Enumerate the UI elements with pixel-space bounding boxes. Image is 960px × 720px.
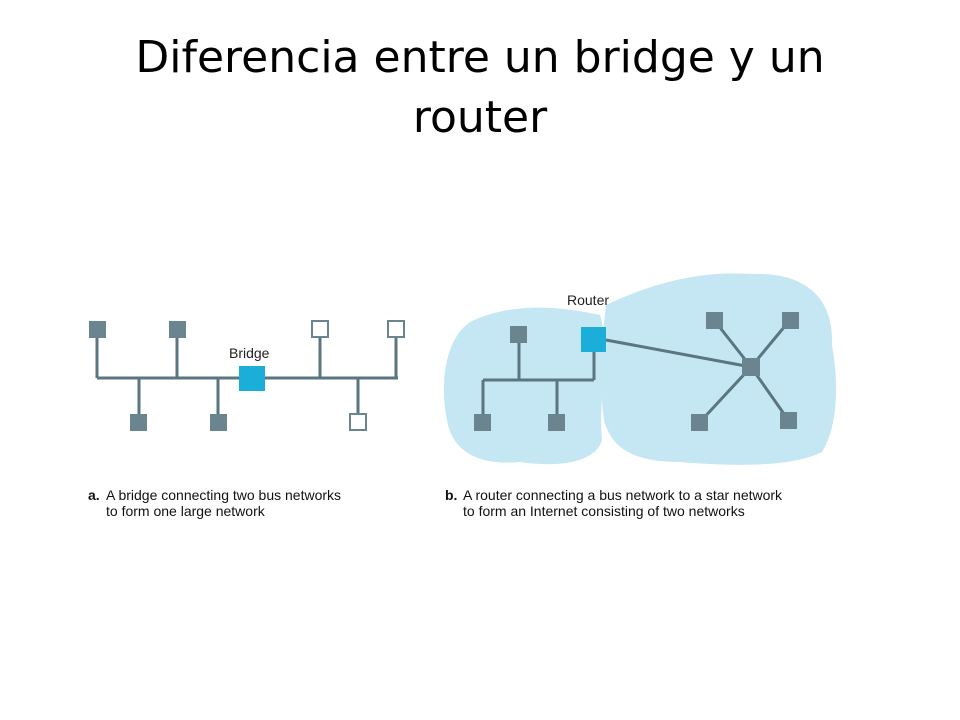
caption-line-2: to form one large network	[106, 503, 265, 519]
title-line-1: Diferencia entre un bridge y un	[135, 32, 825, 83]
computer-node-hollow	[387, 320, 405, 338]
router-label: Router	[567, 292, 609, 308]
computer-node	[706, 312, 723, 329]
computer-node	[510, 326, 527, 343]
computer-node	[780, 412, 797, 429]
router-node	[581, 327, 606, 352]
caption-line-1: A bridge connecting two bus networks	[106, 487, 342, 503]
router-diagram: Router	[443, 273, 837, 465]
bridge-node	[239, 366, 265, 391]
star-link	[698, 365, 753, 424]
caption-line-1: A router connecting a bus network to a s…	[463, 487, 783, 503]
star-hub-node	[742, 358, 760, 376]
computer-node	[548, 414, 565, 431]
computer-node	[89, 321, 106, 338]
caption-letter: b.	[445, 487, 458, 503]
bridge-diagram: Bridge	[89, 320, 405, 431]
bridge-label: Bridge	[229, 345, 270, 361]
star-network-cloud	[600, 273, 837, 465]
computer-node	[169, 321, 186, 338]
computer-node	[782, 312, 799, 329]
caption-letter: a.	[88, 487, 100, 503]
computer-node	[130, 414, 147, 431]
caption-router: b. A router connecting a bus network to a…	[445, 487, 905, 519]
computer-node-hollow	[349, 413, 367, 431]
computer-node	[691, 414, 708, 431]
caption-line-2: to form an Internet consisting of two ne…	[463, 503, 745, 519]
router-link	[605, 338, 752, 369]
computer-node	[474, 414, 491, 431]
slide-title: Diferencia entre un bridge y un router	[60, 28, 900, 148]
computer-node	[210, 414, 227, 431]
computer-node-hollow	[311, 320, 329, 338]
title-line-2: router	[412, 92, 548, 143]
caption-bridge: a. A bridge connecting two bus networks t…	[88, 487, 428, 519]
